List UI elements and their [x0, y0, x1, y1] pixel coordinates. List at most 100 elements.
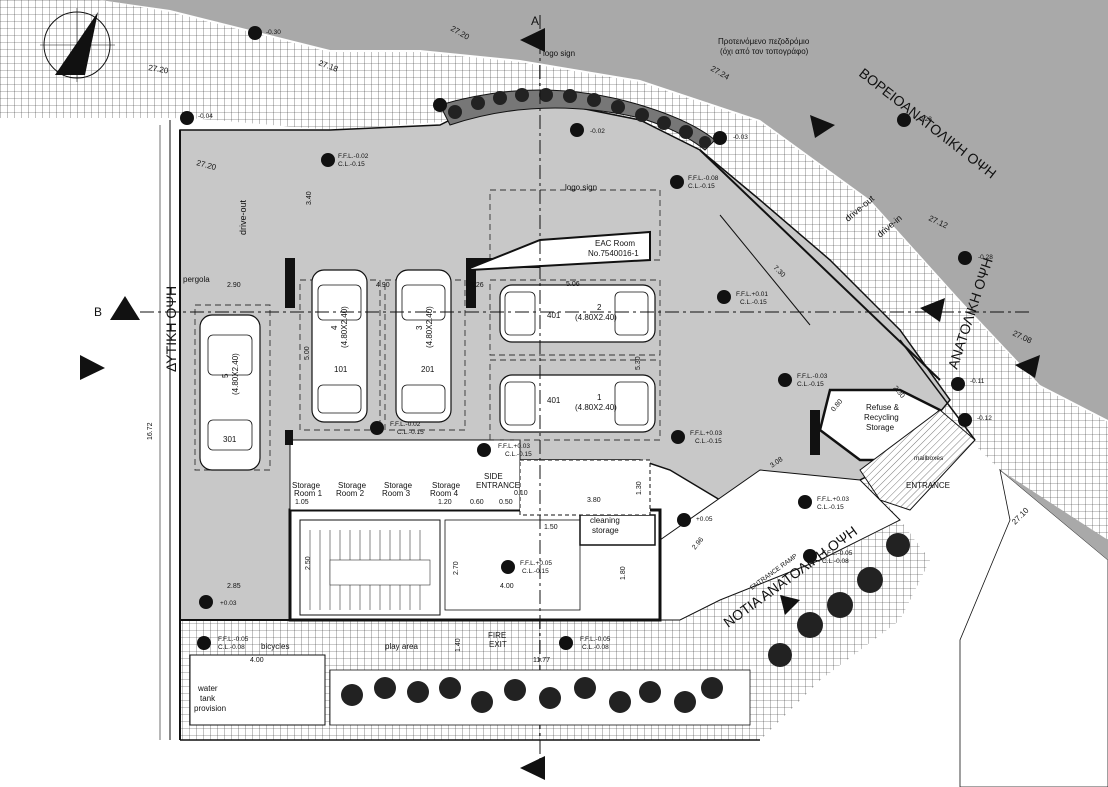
ffl-12a: F.F.L.-0.05: [580, 636, 611, 643]
section-label-a: A: [531, 14, 539, 28]
refuse-b: Recycling: [864, 413, 899, 422]
dim-530: 5.30: [635, 356, 642, 370]
ffl-10a: F.F.L.-0.05: [822, 550, 853, 557]
facade-west: ΔΥΤΙΚΗ ΟΨΗ: [163, 286, 179, 372]
eac-number: No.7540016-1: [588, 249, 639, 258]
ffl-4a: F.F.L.-0.03: [797, 373, 828, 380]
side-entrance-area: [519, 459, 651, 516]
refuse-a: Refuse &: [866, 403, 900, 412]
section-arrows: [80, 28, 1040, 780]
cleaning-a: cleaning: [590, 516, 620, 525]
dim-180: 1.80: [620, 566, 627, 580]
bay-1-unit: 401: [547, 396, 561, 405]
dim-400b: 4.00: [250, 657, 264, 664]
shrubs-top: [448, 88, 711, 148]
bay-2-num: 2: [597, 303, 602, 312]
level-4: -0.03: [733, 134, 748, 141]
bay-2-unit: 401: [547, 311, 561, 320]
level-6: -0.28: [978, 254, 993, 261]
water-tank-b: tank: [200, 694, 216, 703]
ffl-1b: C.L.-0.15: [338, 161, 365, 168]
car-2: [499, 284, 656, 343]
ffl-1a: F.F.L.-0.02: [338, 153, 369, 160]
sidewalk-west: [0, 118, 170, 787]
ffl-7a: F.F.L.+0.03: [690, 430, 722, 437]
dim-1672: 16.72: [147, 422, 154, 440]
ffl-2b: C.L.-0.15: [688, 183, 715, 190]
dim-380: 3.80: [587, 497, 601, 504]
ffl-3a: F.F.L.+0.01: [736, 291, 768, 298]
dim-250: 2.50: [305, 556, 312, 570]
storage-1-a: Storage: [292, 481, 321, 490]
dim-060: 0.60: [470, 499, 484, 506]
ffl-8b: C.L.-0.15: [817, 504, 844, 511]
entrance: ENTRANCE: [906, 481, 950, 490]
storage-2-b: Room 2: [336, 489, 365, 498]
bottom-shrubs: [341, 533, 910, 713]
car-4: [311, 269, 368, 423]
stairs: [309, 530, 431, 610]
bay-5-unit: 301: [223, 435, 237, 444]
fire-exit-b: EXIT: [489, 640, 507, 649]
dim-105: 1.05: [295, 499, 309, 506]
level-10: +0.05: [696, 516, 713, 523]
storage-4-b: Room 4: [430, 489, 459, 498]
bay-4-num: 4: [330, 325, 339, 330]
ffl-5b: C.L.-0.15: [397, 429, 424, 436]
dim-150: 1.50: [544, 524, 558, 531]
bay-3-num: 3: [415, 325, 424, 330]
ffl-7b: C.L.-0.15: [695, 438, 722, 445]
section-label-b: B: [94, 305, 102, 319]
contour-1: 27.20: [148, 63, 170, 75]
water-tank-a: water: [197, 684, 218, 693]
car-1: [499, 374, 656, 433]
ffl-3b: C.L.-0.15: [740, 299, 767, 306]
level-7: -0.11: [970, 378, 985, 385]
dim-120: 1.20: [438, 499, 452, 506]
sidewalk-note-1: Προτεινόμενο πεζοδρόμιο: [718, 37, 810, 46]
ffl-4b: C.L.-0.15: [797, 381, 824, 388]
bay-1-size: (4.80X2.40): [575, 403, 617, 412]
eac-title: EAC Room: [595, 239, 635, 248]
dim-400a: 4.00: [500, 583, 514, 590]
section-lines: [140, 15, 1030, 770]
bay-4-unit: 101: [334, 365, 348, 374]
dim-270: 2.70: [453, 561, 460, 575]
logo-sign-top: logo sign: [543, 49, 575, 58]
bay-3-unit: 201: [421, 365, 435, 374]
bay-5-num: 5: [221, 373, 230, 378]
dim-1177: 11.77: [533, 657, 550, 664]
level-9: +0.03: [220, 600, 237, 607]
street-road: [0, 0, 1108, 420]
storage-3-a: Storage: [384, 481, 413, 490]
entrance-lobby: [859, 409, 976, 511]
cleaning-b: storage: [592, 526, 619, 535]
bicycles: bicycles: [261, 642, 289, 651]
water-tank-c: provision: [194, 704, 226, 713]
level-5: -0.28: [917, 116, 932, 123]
bay-3-size: (4.80X2.40): [425, 306, 434, 348]
ffl-9a: F.F.L.+0.05: [520, 560, 552, 567]
ffl-5a: F.F.L.-0.02: [390, 421, 421, 428]
ffl-12b: C.L.-0.08: [582, 644, 609, 651]
north-arrow-icon: [40, 8, 115, 82]
dim-490: 4.90: [376, 282, 390, 289]
play-area: play area: [385, 642, 418, 651]
side-entrance-a: SIDE: [484, 472, 503, 481]
dim-506: 5.06: [566, 281, 580, 288]
car-5: [199, 314, 261, 471]
side-entrance-b: ENTRANCE: [476, 481, 520, 490]
dim-026: 0.26: [470, 282, 484, 289]
ffl-2a: F.F.L.-0.08: [688, 175, 719, 182]
bay-1-num: 1: [597, 393, 602, 402]
logo-sign-mid: logo sign: [565, 183, 597, 192]
sidewalk-southeast: [959, 468, 1108, 787]
sidewalk-note-2: (όχι από τον τοπογράφο): [720, 47, 809, 56]
bay-4-size: (4.80X2.40): [340, 306, 349, 348]
dim-290: 2.90: [227, 282, 241, 289]
fire-exit-a: FIRE: [488, 631, 506, 640]
dim-500: 5.00: [304, 346, 311, 360]
level-8: -0.12: [977, 415, 992, 422]
storage-4-a: Storage: [432, 481, 461, 490]
entrance-ramp: [659, 469, 901, 621]
